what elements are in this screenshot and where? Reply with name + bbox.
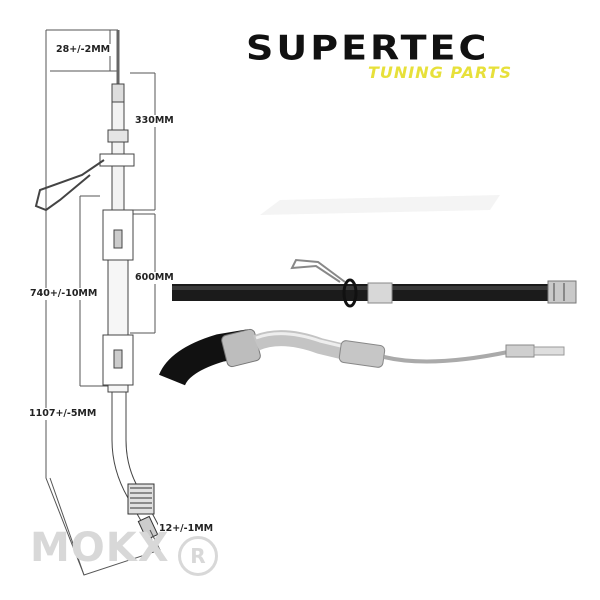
cable-drawing	[34, 30, 163, 576]
mokx-watermark: MOKX	[30, 525, 170, 571]
cable-photo-upper	[172, 258, 577, 308]
dimension-upper-section: 330MM	[134, 115, 175, 127]
registered-mark: R	[178, 536, 218, 576]
dimension-total-length: 1107+/-5MM	[28, 408, 98, 420]
dimension-middle-section: 600MM	[134, 272, 175, 284]
logo-brand-name: SUPERTEC	[246, 28, 490, 68]
logo-tagline: TUNING PARTS	[368, 63, 513, 82]
total-length-line	[45, 30, 85, 576]
supertec-logo: SUPERTEC TUNING PARTS	[246, 30, 576, 82]
dimension-bottom-end: 12+/-1MM	[158, 523, 215, 535]
dimension-sheath-length: 740+/-10MM	[29, 288, 99, 300]
cable-photo-lower	[159, 328, 565, 387]
dimension-top-tip: 28+/-2MM	[55, 44, 112, 56]
